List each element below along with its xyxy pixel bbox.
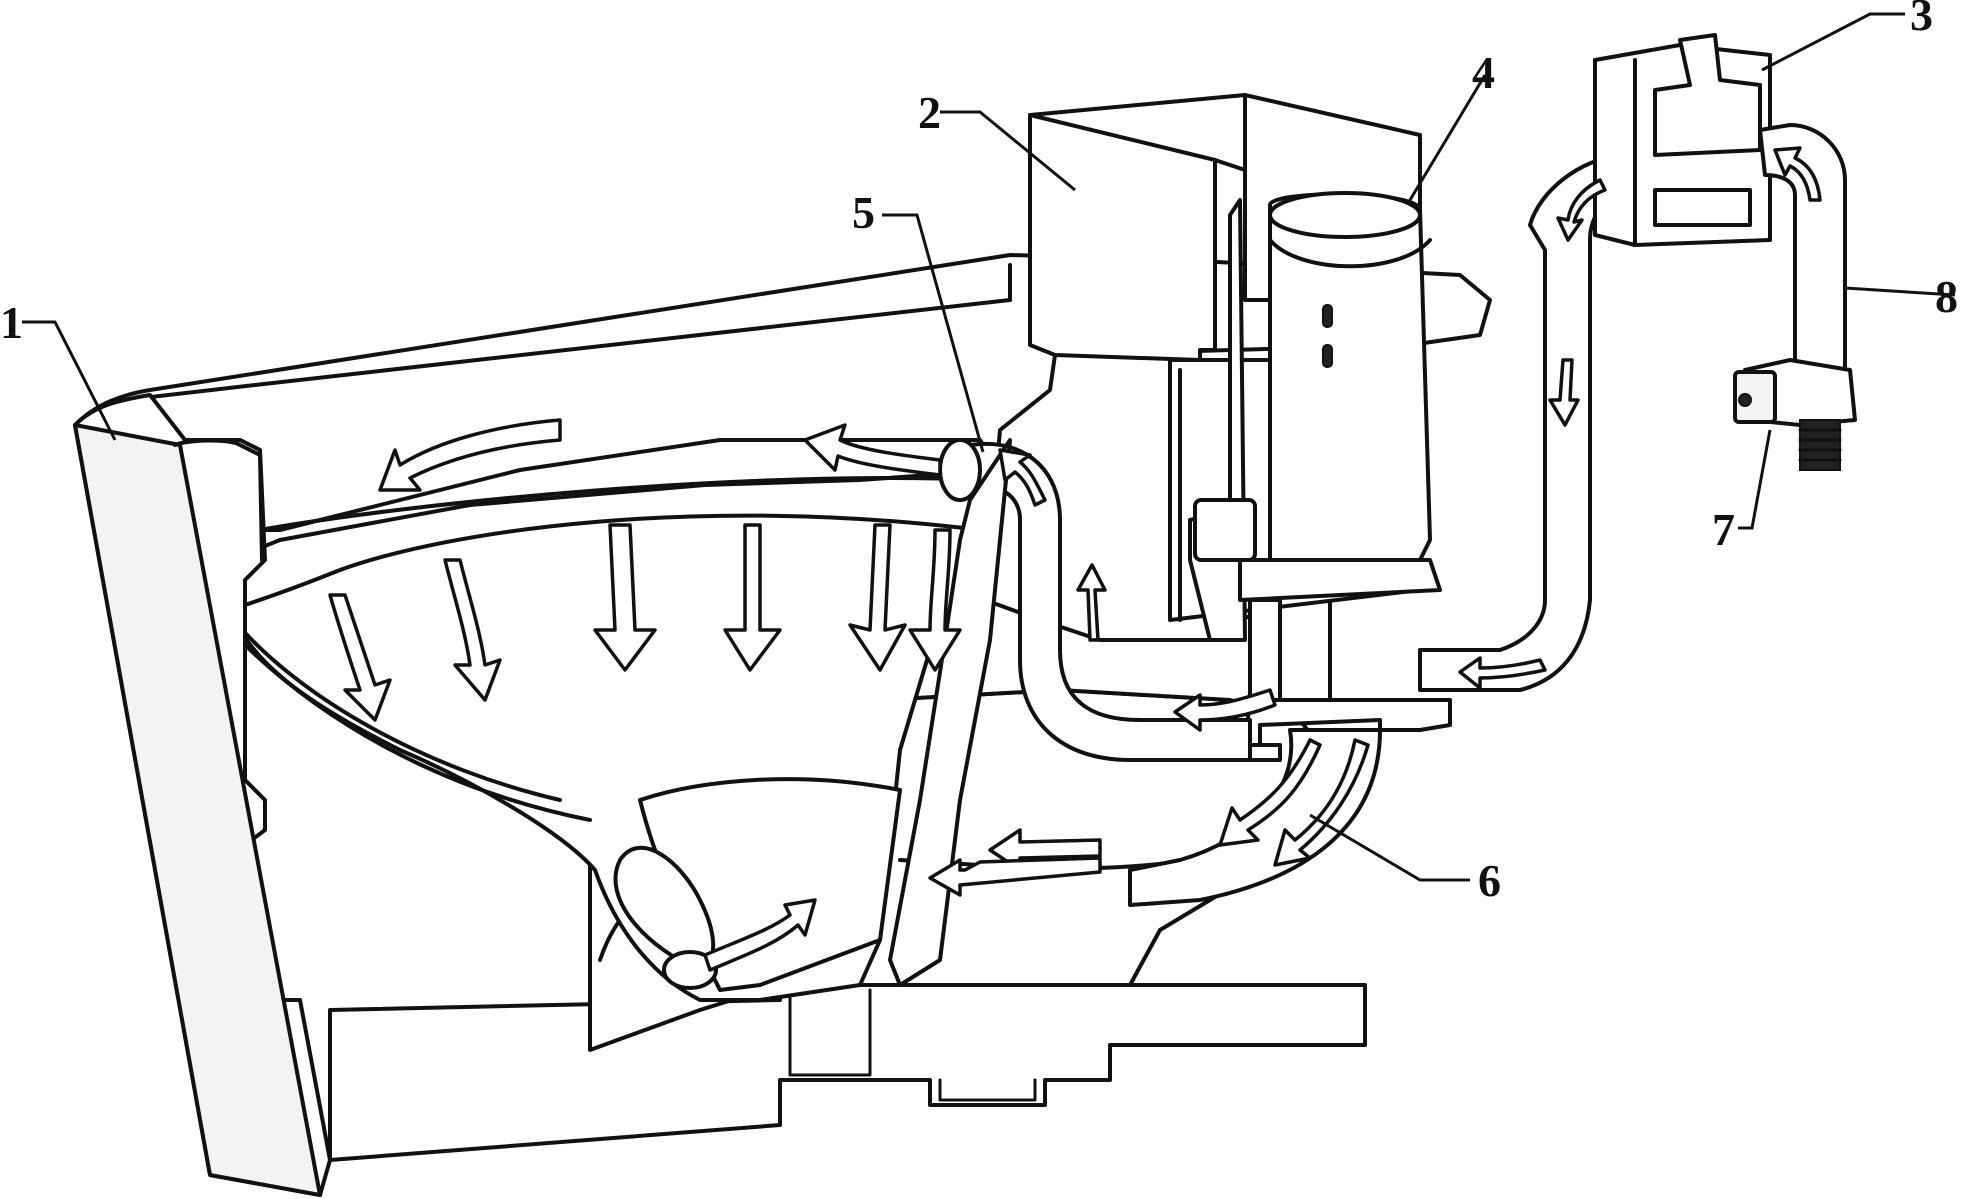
label-8: 8 (1935, 271, 1958, 322)
flow-arrow-down-3 (593, 523, 657, 672)
label-5: 5 (852, 187, 875, 238)
label-6: 6 (1478, 855, 1501, 906)
leader-5 (882, 213, 985, 453)
bowl-inner (228, 513, 982, 1002)
flow-arrows (328, 146, 1822, 972)
flow-arrow-lower-2 (928, 856, 1102, 897)
label-3: 3 (1910, 0, 1933, 40)
flow-arrow-jet (703, 898, 817, 972)
flow-arrow-riser-up (1773, 146, 1822, 202)
supply-loop-pipe (1418, 148, 1682, 692)
leader-lines (22, 12, 1956, 882)
label-7: 7 (1712, 504, 1735, 555)
flow-arrow-pipe-up-1 (998, 448, 1047, 507)
pedestal-base (328, 983, 1367, 1162)
flow-arrow-outlet-1 (1218, 738, 1322, 847)
flow-arrow-pipe-up-2 (1076, 563, 1107, 642)
front-skirt-part-1 (73, 393, 332, 1197)
leader-8 (1844, 286, 1956, 297)
reference-numerals: 1 2 3 4 5 6 7 8 (0, 0, 1958, 906)
label-1: 1 (0, 297, 23, 348)
distribution-box-part-3 (1593, 33, 1772, 247)
flow-arrow-supply-top (1556, 178, 1607, 242)
flow-arrow-supply-down (1548, 358, 1580, 427)
leader-3 (1761, 12, 1905, 72)
label-2: 2 (918, 87, 941, 138)
leader-2 (940, 110, 1076, 192)
leader-4 (1408, 74, 1487, 201)
bowl-supply-pipe (613, 438, 1252, 990)
leader-6 (1309, 813, 1470, 882)
flow-arrow-down-2 (443, 558, 502, 702)
flow-arrow-down-6 (908, 528, 962, 672)
leader-7 (1738, 429, 1772, 530)
flow-arrow-down-1 (328, 593, 392, 722)
label-4: 4 (1472, 47, 1495, 98)
flow-arrow-rim-mid (803, 423, 942, 477)
flow-arrow-rim-left (378, 418, 562, 492)
flow-arrow-down-5 (848, 523, 907, 672)
flow-arrow-outlet-2 (1273, 738, 1370, 867)
leader-1 (22, 320, 117, 441)
flow-arrow-pump-left (1173, 688, 1277, 732)
pump-motor-part-4 (1188, 191, 1442, 702)
riser-pipe-part-8 (1758, 123, 1847, 372)
flow-arrow-supply-right-1 (1458, 656, 1547, 690)
flow-arrow-down-4 (723, 523, 782, 672)
solenoid-valve-part-7 (1733, 358, 1857, 471)
